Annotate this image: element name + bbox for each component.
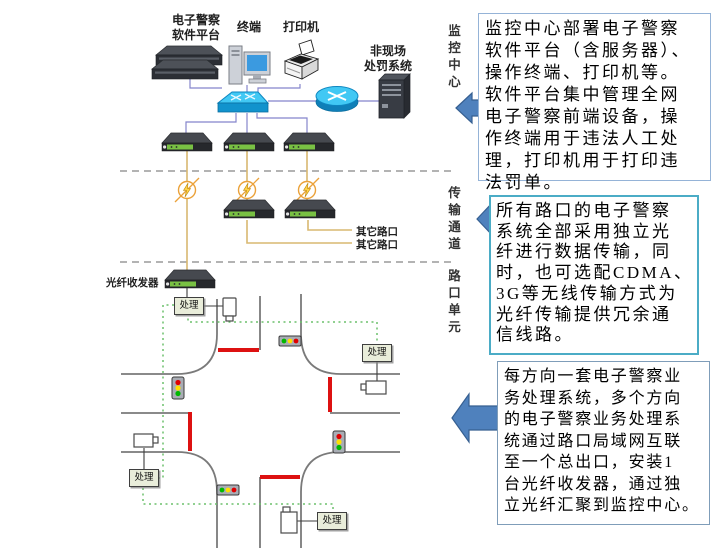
callout-box-monitoring-center: 监控中心部署电子警察 软件平台（含服务器）、 操作终端、打印机等。 软件平台集中… [478, 13, 711, 192]
fiber-transceiver-icon [161, 132, 213, 152]
fiber-transceiver-label: 光纤收发器 [106, 277, 159, 289]
terminal-pc-icon [228, 45, 271, 85]
traffic-light-icon [278, 335, 302, 347]
fiber-transceiver-icon [223, 132, 275, 152]
processing-box-north: 处理 [174, 297, 204, 315]
wireless-link-icon [234, 177, 260, 203]
router-icon [315, 86, 359, 112]
camera-connectors [143, 288, 378, 522]
processing-box-east: 处理 [362, 344, 392, 362]
fiber-transceiver-icon [283, 132, 335, 152]
lan-cable-lines [185, 78, 380, 133]
traffic-light-icon [171, 376, 185, 400]
other-intersection-label-2: 其它路口 [356, 239, 398, 251]
printer-icon [283, 39, 320, 80]
fiber-transceiver-icon [284, 199, 336, 219]
section-divider-lines [120, 170, 456, 263]
traffic-light-icon [332, 430, 346, 454]
fiber-transceiver-icon [164, 269, 216, 289]
offsite-system-label: 非现场 处罚系统 [363, 44, 412, 73]
fiber-transceiver-icon [223, 199, 275, 219]
printer-label: 打印机 [282, 20, 319, 34]
offsite-system-server-icon [378, 73, 411, 119]
enforcement-camera-icon [133, 297, 387, 534]
section-label-intersection-unit: 路口单元 [446, 269, 461, 337]
road-network [121, 294, 400, 548]
callout-arrow-1-icon [455, 91, 481, 125]
section-label-monitoring-center: 监控中心 [446, 24, 461, 92]
wireless-link-icon [294, 177, 320, 203]
software-platform-servers-icon [151, 45, 223, 80]
callout-box-intersection: 每方向一套电子警察业 务处理系统，多个方向 的电子警察业务处理系 统通过路口局域… [497, 361, 710, 525]
software-platform-label: 电子警察 软件平台 [171, 13, 220, 42]
fiber-links [186, 148, 352, 271]
wireless-link-icon [174, 177, 200, 203]
stop-lines [188, 348, 332, 479]
processing-box-south: 处理 [317, 512, 347, 530]
other-intersection-label-1: 其它路口 [356, 226, 398, 238]
intersection-lan-dotted [142, 304, 378, 511]
network-switch-icon [216, 91, 270, 113]
callout-box-transmission: 所有路口的电子警察 系统全部采用独立光 纤进行数据传输，同 时，也可选配CDMA… [489, 195, 699, 355]
traffic-light-icon [216, 484, 240, 496]
processing-box-west: 处理 [129, 469, 159, 487]
terminal-label: 终端 [236, 20, 261, 34]
section-label-transmission-channel: 传输通道 [446, 186, 461, 254]
